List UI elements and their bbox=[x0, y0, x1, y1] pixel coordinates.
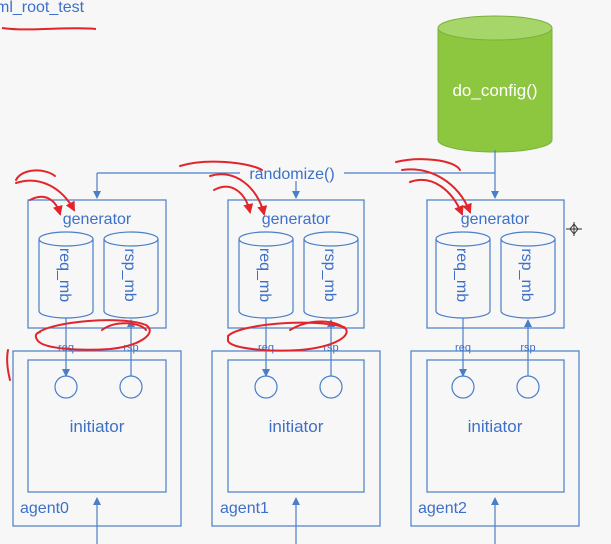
agent-label: agent1 bbox=[220, 500, 269, 517]
config-database: do_config() bbox=[437, 15, 553, 153]
unit-2: generator req_mb rsp_mb req rsp initiato… bbox=[410, 199, 580, 544]
initiator-label: initiator bbox=[468, 417, 523, 436]
title-underline-annotation bbox=[1, 27, 97, 31]
req-mailbox-label: req_mb bbox=[453, 248, 470, 302]
rsp-port bbox=[119, 375, 143, 399]
agent-label: agent0 bbox=[20, 500, 69, 517]
title-fragment: ml_root_test bbox=[0, 0, 85, 16]
red-annotations bbox=[6, 158, 472, 381]
unit-0: generator req_mb rsp_mb req rsp initiato… bbox=[12, 199, 182, 544]
rsp-mailbox-label: rsp_mb bbox=[518, 248, 535, 301]
req-port-label: req bbox=[258, 342, 274, 354]
generator-box bbox=[227, 199, 365, 329]
move-cursor-icon bbox=[566, 222, 582, 236]
req-port bbox=[451, 375, 475, 399]
config-label: do_config() bbox=[452, 81, 537, 100]
initiator-box bbox=[27, 359, 167, 493]
req-mailbox-label: req_mb bbox=[256, 248, 273, 302]
req-port-label: req bbox=[455, 342, 471, 354]
initiator-label: initiator bbox=[70, 417, 125, 436]
req-port bbox=[254, 375, 278, 399]
rsp-mailbox: rsp_mb bbox=[303, 231, 359, 319]
unit-1: generator req_mb rsp_mb req rsp initiato… bbox=[211, 199, 381, 544]
rsp-mailbox: rsp_mb bbox=[500, 231, 556, 319]
generator-label: generator bbox=[262, 211, 331, 228]
rsp-mailbox-label: rsp_mb bbox=[121, 248, 138, 301]
agent-label: agent2 bbox=[418, 500, 467, 517]
randomize-bus bbox=[93, 150, 499, 199]
rsp-mailbox-label: rsp_mb bbox=[321, 248, 338, 301]
generator-label: generator bbox=[63, 211, 132, 228]
generator-box bbox=[27, 199, 167, 329]
req-mailbox-label: req_mb bbox=[56, 248, 73, 302]
initiator-box bbox=[426, 359, 565, 493]
rsp-port-label: rsp bbox=[520, 342, 535, 354]
req-port bbox=[54, 375, 78, 399]
initiator-box bbox=[227, 359, 365, 493]
req-mailbox: req_mb bbox=[435, 231, 491, 319]
req-mailbox: req_mb bbox=[38, 231, 94, 319]
initiator-label: initiator bbox=[269, 417, 324, 436]
req-mailbox: req_mb bbox=[238, 231, 294, 319]
generator-label: generator bbox=[461, 211, 530, 228]
randomize-label: randomize() bbox=[249, 166, 334, 183]
rsp-port bbox=[319, 375, 343, 399]
generator-box bbox=[426, 199, 565, 329]
rsp-port bbox=[516, 375, 540, 399]
rsp-mailbox: rsp_mb bbox=[103, 231, 159, 319]
